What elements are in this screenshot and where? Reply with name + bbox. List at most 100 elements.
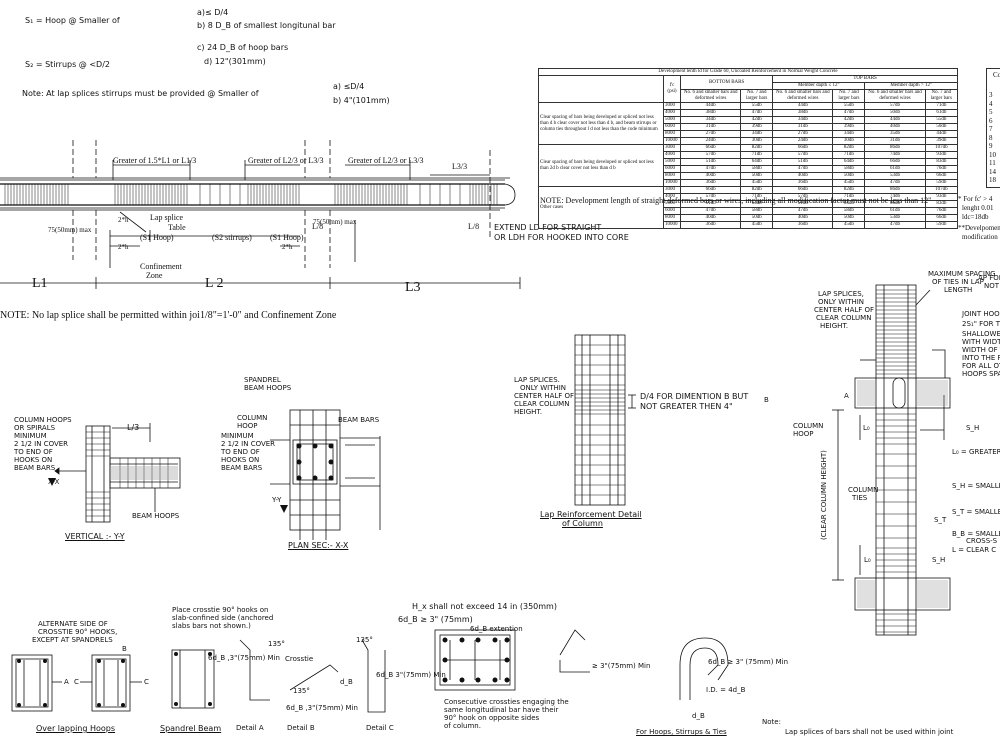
col-not: NOT	[984, 282, 1000, 290]
span-l3: L3	[405, 280, 421, 295]
col-column-hoop: COLUMN	[793, 422, 824, 430]
bot-alt3: EXCEPT AT SPANDRELS	[32, 636, 113, 644]
s1-label: S₁ = Hoop @ Smaller of	[25, 16, 120, 25]
bot-cap-detail-a: Detail A	[236, 724, 264, 732]
dev-value-cell: 66db	[680, 144, 742, 152]
s1-condition-b: b) 8 D_B of smallest longitunal bar	[197, 21, 336, 30]
right-note-5: modification	[962, 233, 998, 241]
dev-bottom-bars: BOTTOM BARS	[680, 75, 774, 90]
dev-value-cell: 74db	[864, 151, 926, 159]
dev-value-cell: 40db	[772, 172, 834, 180]
bot-id: I.D. = 4d_B	[706, 686, 746, 694]
dev-sub-5: No. 6 and smaller bars and deformed wire…	[864, 89, 926, 103]
dev-value-cell: 34db	[772, 116, 834, 124]
dev-row-description: Clear spacing of bars being developed or…	[538, 102, 664, 145]
bot-c-2: C	[144, 678, 149, 686]
dev-value-cell: 36db	[772, 179, 834, 187]
col-bb-smaller: B_B = SMALLE	[952, 530, 1000, 538]
right-bar-size: 8	[989, 133, 993, 142]
dev-value-cell: 61db	[864, 207, 926, 215]
greater-c-label: Greater of L2/3 or L3/3	[348, 156, 424, 165]
dev-value-cell: 58db	[740, 165, 774, 173]
dev-value-cell: 53db	[864, 172, 926, 180]
dev-value-cell: 107db	[924, 144, 959, 152]
dev-fc-cell: 6000	[662, 123, 682, 131]
dev-col-fc: f'c (psi)	[662, 75, 682, 103]
dev-member-a: Member dapth ≤ 12"	[772, 82, 866, 90]
development-length-table: Development lenth ld for Grade 60, Uncoa…	[538, 68, 959, 229]
col-column-ties: COLUMN	[848, 486, 879, 494]
s2-label: S₂ = Stirrups @ <D/2	[25, 60, 110, 69]
dev-value-cell: 55db	[924, 116, 959, 124]
yy-xx: X-X	[48, 478, 60, 486]
xx-beam-bars-lbl: BEAM BARS	[221, 464, 263, 472]
dev-fc-cell: 8000	[662, 214, 682, 222]
col-j2: 2S₁" FOR T	[962, 320, 1000, 328]
bot-a: A	[64, 678, 69, 686]
dev-value-cell: 44db	[924, 130, 959, 138]
col-bb-smaller-2: CROSS-S	[966, 537, 998, 545]
xx-to-end: TO END OF	[221, 448, 260, 456]
bot-c: C	[74, 678, 79, 686]
yy-caption: VERTICAL :- Y-Y	[65, 532, 125, 541]
lap-caption-2: of Column	[562, 519, 603, 528]
plan-section-xx	[270, 409, 381, 540]
dev-value-cell: 31db	[772, 123, 834, 131]
yy-to-end: TO END OF	[14, 448, 53, 456]
lap-b: B	[764, 396, 769, 404]
dev-value-cell: 47db	[680, 207, 742, 215]
bot-cap-hooks: For Hoops, Stirrups & Ties	[636, 728, 727, 736]
dev-value-cell: 50db	[740, 214, 774, 222]
yy-hooks: HOOKS ON	[14, 456, 53, 464]
col-column-ties-2: TIES	[852, 494, 868, 502]
bot-cap-detail-b: Detail B	[287, 724, 315, 732]
dev-value-cell: 55db	[832, 102, 866, 110]
bot-b: B	[122, 645, 127, 653]
col-st: S_T	[934, 516, 947, 524]
bot-cap-spandrel: Spandrel Beam	[160, 724, 222, 733]
col-l-clear: L = CLEAR C	[952, 546, 997, 554]
dev-fc-cell: 8000	[662, 130, 682, 138]
dev-value-cell: 64db	[832, 158, 866, 166]
dev-value-cell: 24db	[680, 137, 742, 145]
dev-value-cell: 59db	[924, 179, 959, 187]
dev-top-bars: TOP BARS	[772, 75, 958, 83]
dev-value-cell: 86db	[864, 186, 926, 194]
dev-value-cell: 44db	[680, 102, 742, 110]
col-max-spacing-3: LENGTH	[944, 286, 973, 294]
dev-fc-cell: 10000	[662, 221, 682, 229]
lap-clear-column: CLEAR COLUMN	[514, 400, 570, 408]
dev-value-cell: 50db	[864, 109, 926, 117]
dev-value-cell: 31db	[864, 137, 926, 145]
dev-value-cell: 58db	[832, 165, 866, 173]
bot-6db-ext: 6d_B ≥ 3" (75mm)	[398, 615, 473, 624]
two-db-1: 2*h	[118, 216, 129, 224]
right-bar-size: 9	[989, 142, 993, 150]
dev-value-cell: 57db	[772, 151, 834, 159]
dev-value-cell: 51db	[772, 158, 834, 166]
yy-l3: L/3	[127, 423, 140, 432]
col-height: HEIGHT.	[820, 322, 849, 330]
dev-value-cell: 40db	[680, 214, 742, 222]
dev-fc-cell: 8000	[662, 172, 682, 180]
dev-table-body: Clear spacing of bars being developed or…	[538, 102, 959, 229]
right-bar-size: 18	[989, 176, 996, 184]
dev-value-cell: 71db	[740, 151, 774, 159]
dev-value-cell: 57db	[864, 102, 926, 110]
col-sh: S_H	[966, 424, 980, 432]
dev-value-cell: 47db	[680, 165, 742, 173]
lap-lap-splices: LAP SPLICES.	[514, 376, 560, 384]
dev-value-cell: 59db	[924, 221, 959, 229]
right-note-3: ldc=18db	[962, 213, 989, 221]
dev-value-cell: 50db	[740, 172, 774, 180]
dev-value-cell: 50db	[832, 172, 866, 180]
dev-value-cell: 61db	[864, 165, 926, 173]
dev-value-cell: 82db	[832, 186, 866, 194]
bot-db-hook: ≥ 3"(75mm) Min	[592, 662, 651, 670]
s1-condition-a: a)≤ D/4	[197, 8, 229, 17]
dev-value-cell: 47db	[772, 207, 834, 215]
dev-value-cell: 66db	[680, 186, 742, 194]
bot-6db-r: 6d_B ≥ 3" (75mm) Min	[708, 658, 789, 666]
dev-table-title: Development lenth ld for Grade 60, Uncoa…	[538, 68, 958, 76]
